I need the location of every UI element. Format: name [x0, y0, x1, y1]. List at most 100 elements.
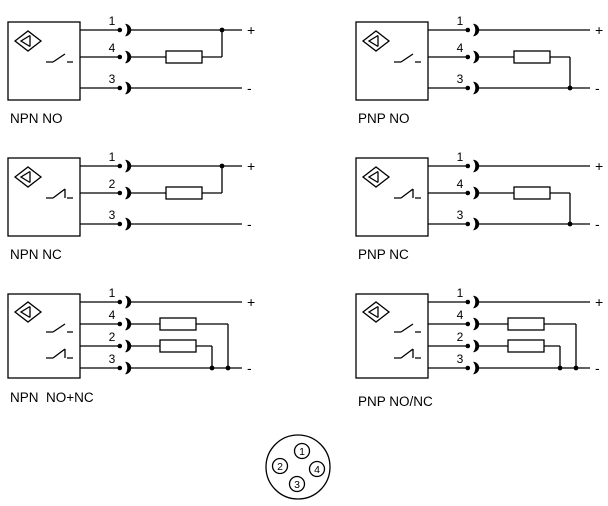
wire-pin-4	[428, 192, 571, 224]
proximity-sensor-icon	[362, 301, 390, 323]
diagram-npn-no: 1 4 3 + - NPN NO	[7, 14, 255, 126]
pin-number: 4	[457, 41, 464, 55]
wire-pin-4	[428, 323, 577, 368]
junction-dot	[219, 163, 225, 169]
diagram-npn-nc: 1 2 3 + - NPN NC	[7, 150, 255, 262]
proximity-sensor-icon	[14, 301, 42, 323]
pin-number: 1	[457, 14, 464, 28]
diagram-npn-no-nc: 1 4 2 3 + - NPN NO+NC	[7, 286, 255, 405]
load-resistor	[165, 186, 203, 200]
diagram-label: NPN NC	[10, 247, 62, 262]
minus-terminal-label: -	[595, 360, 600, 376]
plus-terminal-label: +	[595, 158, 603, 174]
pin-number: 2	[457, 330, 464, 344]
connector-pin-number: 2	[277, 461, 283, 473]
nc-contact-icon	[45, 348, 74, 359]
connector-plug-icon	[465, 186, 480, 200]
connector-plug-icon	[465, 317, 480, 331]
connector-plug-icon	[465, 339, 480, 353]
nc-contact-icon	[393, 348, 422, 359]
connector-plug-icon	[465, 81, 480, 95]
pin-circle	[271, 457, 289, 475]
plus-terminal-label: +	[247, 294, 255, 310]
sensor-body	[7, 21, 81, 101]
proximity-sensor-icon	[362, 30, 390, 52]
connector-outer-circle	[265, 434, 331, 500]
pin-number: 1	[109, 14, 116, 28]
sensor-body	[355, 293, 429, 379]
no-contact-icon	[393, 323, 422, 333]
diagram-label: PNP NC	[358, 247, 409, 262]
sensor-body	[7, 293, 81, 379]
plus-terminal-label: +	[595, 294, 603, 310]
wire-pin-2	[428, 345, 561, 368]
connector-plug-icon	[117, 50, 132, 64]
wire-pin-4	[428, 56, 571, 88]
connector-plug-icon	[117, 23, 132, 37]
connector-pin-2: 2	[271, 457, 289, 475]
wire-pin-2	[80, 345, 213, 368]
pin-number: 4	[109, 308, 116, 322]
connector-face: 1 2 4 3	[265, 434, 331, 500]
pin-number: 4	[109, 41, 116, 55]
load-resistor	[513, 186, 551, 200]
proximity-sensor-icon	[362, 166, 390, 188]
minus-terminal-label: -	[247, 216, 252, 232]
connector-pin-number: 3	[294, 479, 300, 491]
connector-pin-3: 3	[288, 475, 306, 493]
pin-number: 1	[457, 286, 464, 300]
pin-circle	[308, 460, 326, 478]
pin-number: 3	[457, 352, 464, 366]
connector-plug-icon	[465, 217, 480, 231]
diagram-label: NPN NO	[10, 111, 63, 126]
connector-plug-icon	[117, 317, 132, 331]
pin-number: 3	[109, 208, 116, 222]
connector-plug-icon	[465, 295, 480, 309]
no-contact-icon	[45, 323, 74, 333]
no-contact-icon	[393, 53, 422, 63]
pin-circle	[293, 442, 311, 460]
minus-terminal-label: -	[595, 80, 600, 96]
connector-plug-icon	[465, 23, 480, 37]
diagram-label: PNP NO/NC	[358, 394, 433, 409]
pin-number: 4	[457, 308, 464, 322]
connector-plug-icon	[117, 81, 132, 95]
connector-pin-4: 4	[308, 460, 326, 478]
pin-number: 4	[457, 177, 464, 191]
minus-terminal-label: -	[595, 216, 600, 232]
load-resistor	[507, 339, 545, 353]
connector-plug-icon	[117, 186, 132, 200]
connector-pin-1: 1	[293, 442, 311, 460]
wire-pin-4	[80, 30, 223, 58]
sensor-body	[355, 21, 429, 101]
connector-plug-icon	[117, 339, 132, 353]
proximity-sensor-icon	[14, 166, 42, 188]
pin-circle	[288, 475, 306, 493]
pin-number: 3	[457, 72, 464, 86]
no-contact-icon	[45, 53, 74, 63]
load-resistor	[159, 317, 197, 331]
diagram-label: NPN NO+NC	[10, 390, 94, 405]
load-resistor	[165, 50, 203, 64]
load-resistor	[159, 339, 197, 353]
pin-number: 1	[457, 150, 464, 164]
connector-plug-icon	[117, 295, 132, 309]
pin-number: 3	[109, 72, 116, 86]
plus-terminal-label: +	[595, 22, 603, 38]
connector-pin-number: 1	[299, 446, 305, 458]
pin-number: 2	[109, 330, 116, 344]
pin-number: 3	[457, 208, 464, 222]
diagram-label: PNP NO	[358, 111, 410, 126]
connector-plug-icon	[117, 217, 132, 231]
minus-terminal-label: -	[247, 80, 252, 96]
nc-contact-icon	[45, 188, 74, 199]
pin-number: 2	[109, 177, 116, 191]
junction-dot	[219, 27, 225, 33]
pin-number: 1	[109, 150, 116, 164]
wire-pin-4	[80, 323, 229, 368]
connector-plug-icon	[465, 159, 480, 173]
diagram-pnp-nc: 1 4 3 + - PNP NC	[355, 150, 603, 262]
nc-contact-icon	[393, 188, 422, 199]
